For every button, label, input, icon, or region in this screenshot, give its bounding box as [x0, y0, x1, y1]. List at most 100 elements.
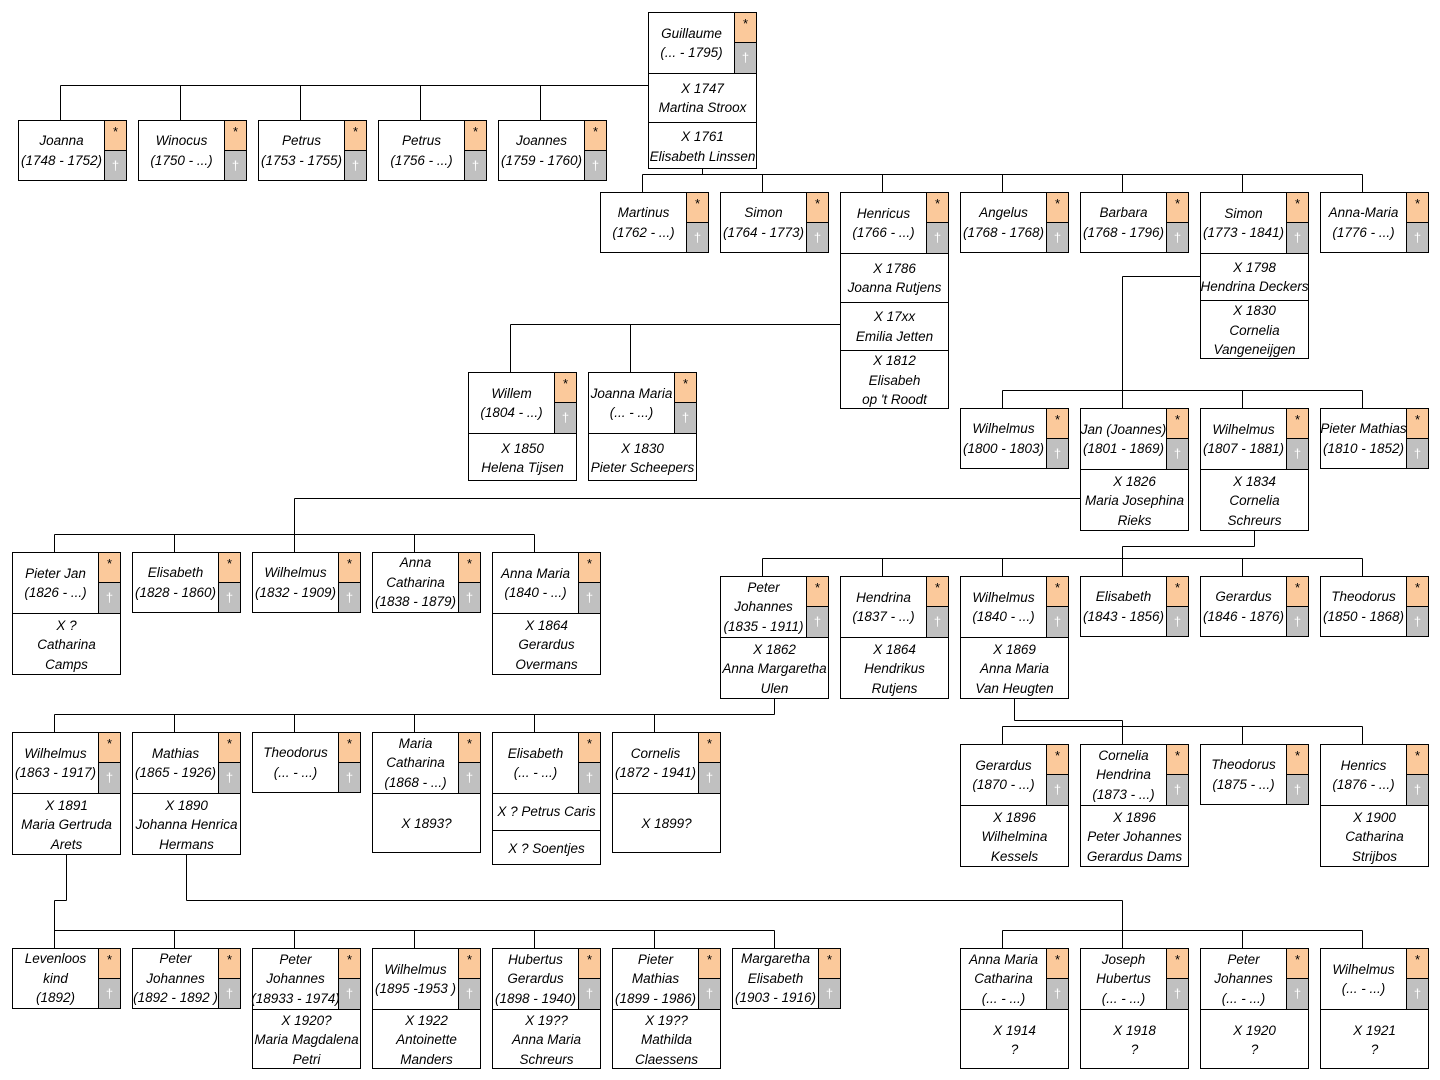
person-box[interactable]: Theodorus(1875 - ...)*† — [1200, 744, 1309, 805]
person-name: Joanna Maria(... - ...) — [589, 373, 674, 433]
person-box[interactable]: Petrus(1753 - 1755)*† — [258, 120, 367, 181]
person-name-line: (1868 - ...) — [384, 774, 447, 790]
marriage-line: Rutjens — [871, 680, 918, 696]
person-box[interactable]: Elisabeth(1843 - 1856)*† — [1080, 576, 1189, 637]
birth-star-icon: * — [698, 949, 720, 979]
person-box[interactable]: Gerardus(1846 - 1876)*† — [1200, 576, 1309, 637]
person-name-line: (1826 - ...) — [24, 585, 87, 600]
death-cross-icon: † — [458, 763, 480, 793]
person-name: Wilhelmus(... - ...) — [1321, 949, 1406, 1009]
person-box[interactable]: Winocus(1750 - ...)*† — [138, 120, 247, 181]
birth-star-icon: * — [578, 733, 600, 763]
person-name-line: Wilhelmus — [972, 421, 1035, 436]
birth-star-icon: * — [1166, 745, 1188, 775]
person-box[interactable]: Theodorus(... - ...)*† — [252, 732, 361, 793]
person-name-line: (1838 - 1879) — [374, 594, 457, 610]
person-box[interactable]: Barbara(1768 - 1796)*† — [1080, 192, 1189, 253]
person-box[interactable]: Joanna(1748 - 1752)*† — [18, 120, 127, 181]
person-header: Elisabeth(1843 - 1856)*† — [1081, 577, 1188, 636]
person-box[interactable]: Joannes(1759 - 1760)*† — [498, 120, 607, 181]
person-name-line: Pieter Mathias — [1320, 421, 1407, 436]
marriage-line: X 19?? — [525, 1012, 568, 1028]
person-name-line: Hendrina — [1096, 767, 1151, 783]
person-box[interactable]: Wilhelmus(1800 - 1803)*† — [960, 408, 1069, 469]
person-box[interactable]: Angelus(1768 - 1768)*† — [960, 192, 1069, 253]
person-name-line: (1804 - ...) — [480, 405, 543, 420]
death-cross-icon: † — [218, 583, 240, 612]
person-box[interactable]: Wilhelmus(1832 - 1909)*† — [252, 552, 361, 613]
death-cross-icon: † — [578, 763, 600, 793]
marriage-line: Manders — [400, 1051, 453, 1067]
death-cross-icon: † — [458, 979, 480, 1009]
person-box[interactable]: Cornelis(1872 - 1941)*†X 1899? — [612, 732, 721, 853]
birth-star-icon: * — [98, 733, 120, 763]
person-name-line: Margaretha — [740, 951, 811, 967]
person-header: Pieter Jan(1826 - ...)*† — [13, 553, 120, 614]
person-name-line: (1903 - 1916) — [734, 990, 817, 1006]
person-name-line: (1863 - 1917) — [14, 765, 97, 780]
marriage-line: Anna Margaretha — [722, 661, 827, 677]
marriage-line: X ? Petrus Caris — [497, 804, 596, 820]
person-header: Joanna(1748 - 1752)*† — [19, 121, 126, 180]
person-box[interactable]: Anna-Maria(1776 - ...)*† — [1320, 192, 1429, 253]
person-name: Guillaume(... - 1795) — [649, 13, 734, 73]
person-box[interactable]: Simon(1764 - 1773)*† — [720, 192, 829, 253]
person-box[interactable]: Martinus(1762 - ...)*† — [600, 192, 709, 253]
person-box[interactable]: Elisabeth(1828 - 1860)*† — [132, 552, 241, 613]
person-box[interactable]: Petrus(1756 - ...)*† — [378, 120, 487, 181]
birth-star-icon: * — [1166, 577, 1188, 607]
person-name-line: Mathias — [151, 745, 200, 761]
death-cross-icon: † — [806, 607, 828, 637]
person-box[interactable]: Theodorus(1850 - 1868)*† — [1320, 576, 1429, 637]
person-name: Wilhelmus(1800 - 1803) — [961, 409, 1046, 468]
person-box[interactable]: Wilhelmus(... - ...)*†X 1921? — [1320, 948, 1429, 1069]
birth-star-icon: * — [1286, 409, 1308, 439]
person-name-line: (... - 1795) — [660, 45, 723, 60]
person-box[interactable]: Pieter Mathias(1810 - 1852)*† — [1320, 408, 1429, 469]
person-name-line: Gerardus — [975, 757, 1032, 773]
death-cross-icon: † — [224, 151, 246, 180]
death-cross-icon: † — [698, 763, 720, 793]
person-name-line: Wilhelmus — [972, 589, 1035, 605]
